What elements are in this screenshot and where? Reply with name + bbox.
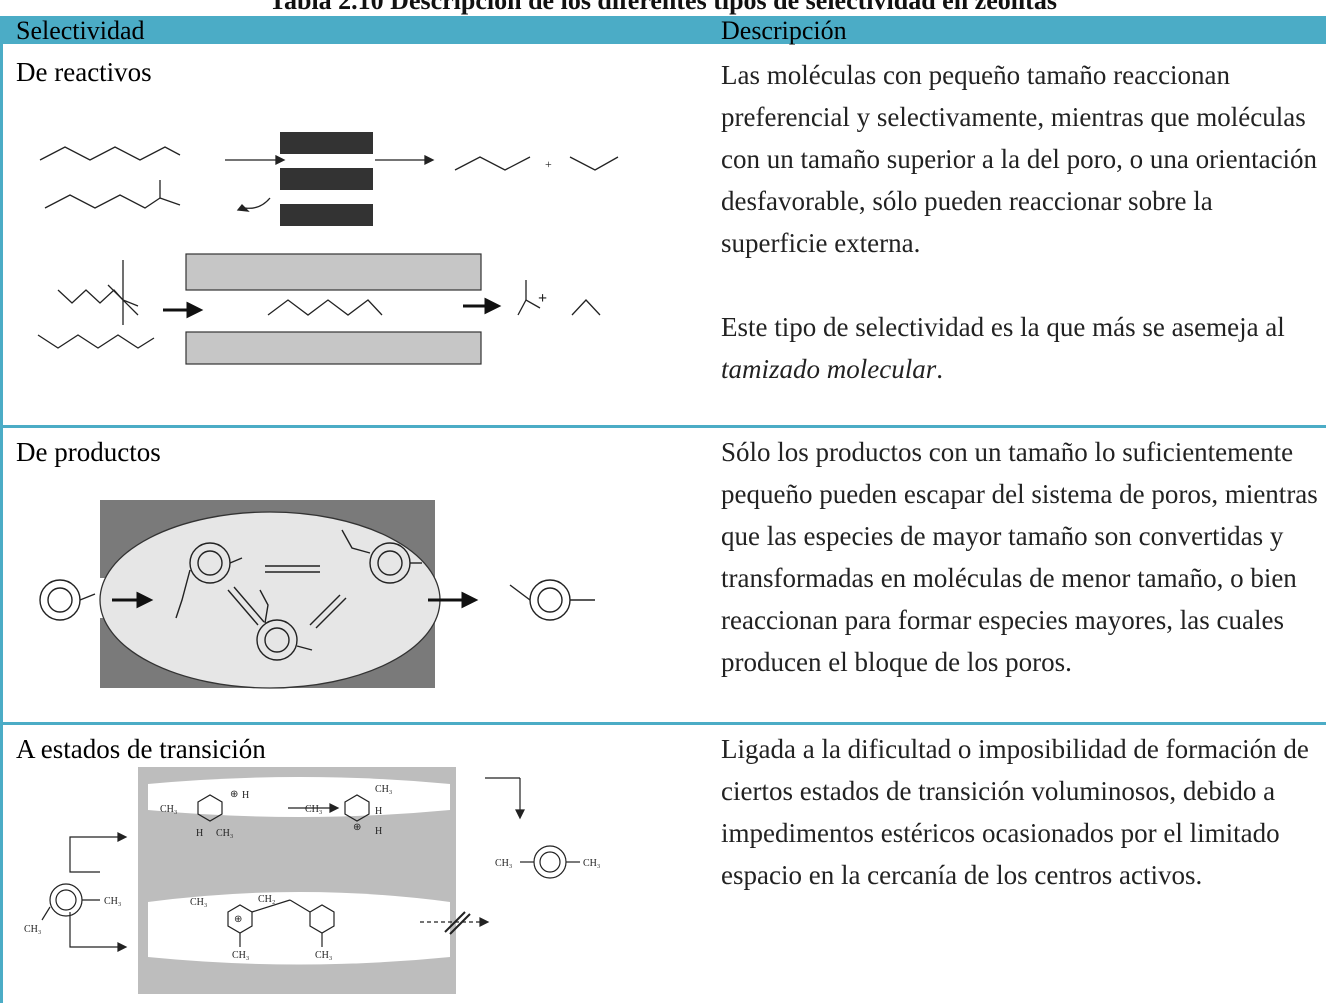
desc-transicion-p1: Ligada a la dificultad o imposibilidad d… (721, 734, 1309, 890)
desc-transicion: Ligada a la dificultad o imposibilidad d… (721, 728, 1321, 896)
desc-reactivos-p2-end: . (936, 354, 943, 384)
table-header: Selectividad Descripción (0, 16, 1326, 45)
label-cation-2: ⊕ (353, 822, 361, 833)
row-title-transicion: A estados de transición (16, 734, 266, 764)
desc-productos: Sólo los productos con un tamaño lo sufi… (721, 431, 1321, 683)
label-h-3: H (375, 806, 382, 817)
label-ch3-6: CH₃ (24, 924, 41, 935)
product-branched (517, 299, 541, 316)
ts-ring-1 (197, 794, 223, 822)
label-ch3-3: CH₃ (305, 804, 322, 815)
alkane-in-pore (267, 299, 383, 316)
ts-ring-2 (344, 794, 370, 822)
label-ch3-7: CH₃ (495, 858, 512, 869)
desc-reactivos-p2: Este tipo de selectividad es la que más … (721, 306, 1321, 390)
header-selectividad: Selectividad (16, 16, 145, 45)
row-title-reactivos: De reactivos (16, 57, 152, 87)
xylene-reactant (49, 883, 83, 917)
label-ch3-4: CH₃ (375, 784, 392, 795)
label-cation-3: ⊕ (234, 914, 242, 925)
branched-alkane-2 (57, 289, 124, 304)
pore-wall-bottom (185, 331, 482, 365)
xylene-product (533, 845, 567, 879)
label-h-1: H (242, 790, 249, 801)
label-ch3-8: CH₃ (583, 858, 600, 869)
pore-wall-top (185, 253, 482, 291)
figure-reactant-selectivity: + + (37, 132, 619, 365)
benzene-reactant (39, 579, 81, 621)
intermediate-3 (256, 619, 298, 661)
label-ch3-11: CH₃ (315, 950, 332, 961)
label-ch3-10: CH₃ (232, 950, 249, 961)
arrow-rejected (244, 197, 271, 209)
table-left-border (0, 44, 3, 1003)
figure-transition-state-selectivity: CH₃ ⊕ H H CH₃ CH₃ CH₃ H ⊕ H CH₃ CH₃ CH₃ … (24, 767, 600, 994)
arrow-path-lower (69, 912, 118, 948)
bulky-ring-2 (309, 904, 335, 934)
row-divider-1 (0, 425, 1326, 428)
benzene-product (529, 579, 571, 621)
desc-productos-p1: Sólo los productos con un tamaño lo sufi… (721, 437, 1318, 677)
table-caption: Tabla 2.10 Descripción de los diferentes… (269, 0, 1057, 15)
desc-reactivos-p1: Las moléculas con pequeño tamaño reaccio… (721, 60, 1318, 258)
label-ch3-9: CH₃ (190, 897, 207, 908)
product-small (571, 299, 601, 316)
label-ch3-5: CH₃ (104, 896, 121, 907)
branched-alkane (44, 194, 161, 209)
product-alkane-1 (454, 156, 531, 171)
pore-block-2 (280, 168, 373, 190)
plus-sign-1: + (545, 157, 552, 171)
channel-lower (148, 892, 450, 965)
plus-sign-2: + (538, 290, 547, 307)
label-ch3-1: CH₃ (160, 804, 177, 815)
desc-reactivos: Las moléculas con pequeño tamaño reaccio… (721, 54, 1321, 390)
desc-reactivos-p2-text: Este tipo de selectividad es la que más … (721, 312, 1285, 342)
label-ch2: CH₂ (258, 894, 275, 905)
bulky-ring-1 (227, 904, 253, 934)
figure-product-selectivity (39, 500, 595, 689)
arrow-path-upper (69, 836, 118, 873)
pore-block-3 (280, 204, 373, 226)
label-ch3-2: CH₃ (216, 828, 233, 839)
row-divider-2 (0, 722, 1326, 725)
label-cation-1: ⊕ (230, 789, 238, 800)
linear-alkane-bottom (37, 334, 155, 349)
channel-upper (148, 777, 450, 817)
row-title-productos: De productos (16, 437, 161, 467)
label-h-2: H (196, 828, 203, 839)
product-alkane-2 (569, 156, 619, 171)
desc-reactivos-italic: tamizado molecular (721, 354, 937, 384)
label-h-4: H (375, 826, 382, 837)
pore-block-1 (280, 132, 373, 154)
linear-alkane-top (39, 146, 181, 161)
header-descripcion: Descripción (721, 16, 847, 45)
